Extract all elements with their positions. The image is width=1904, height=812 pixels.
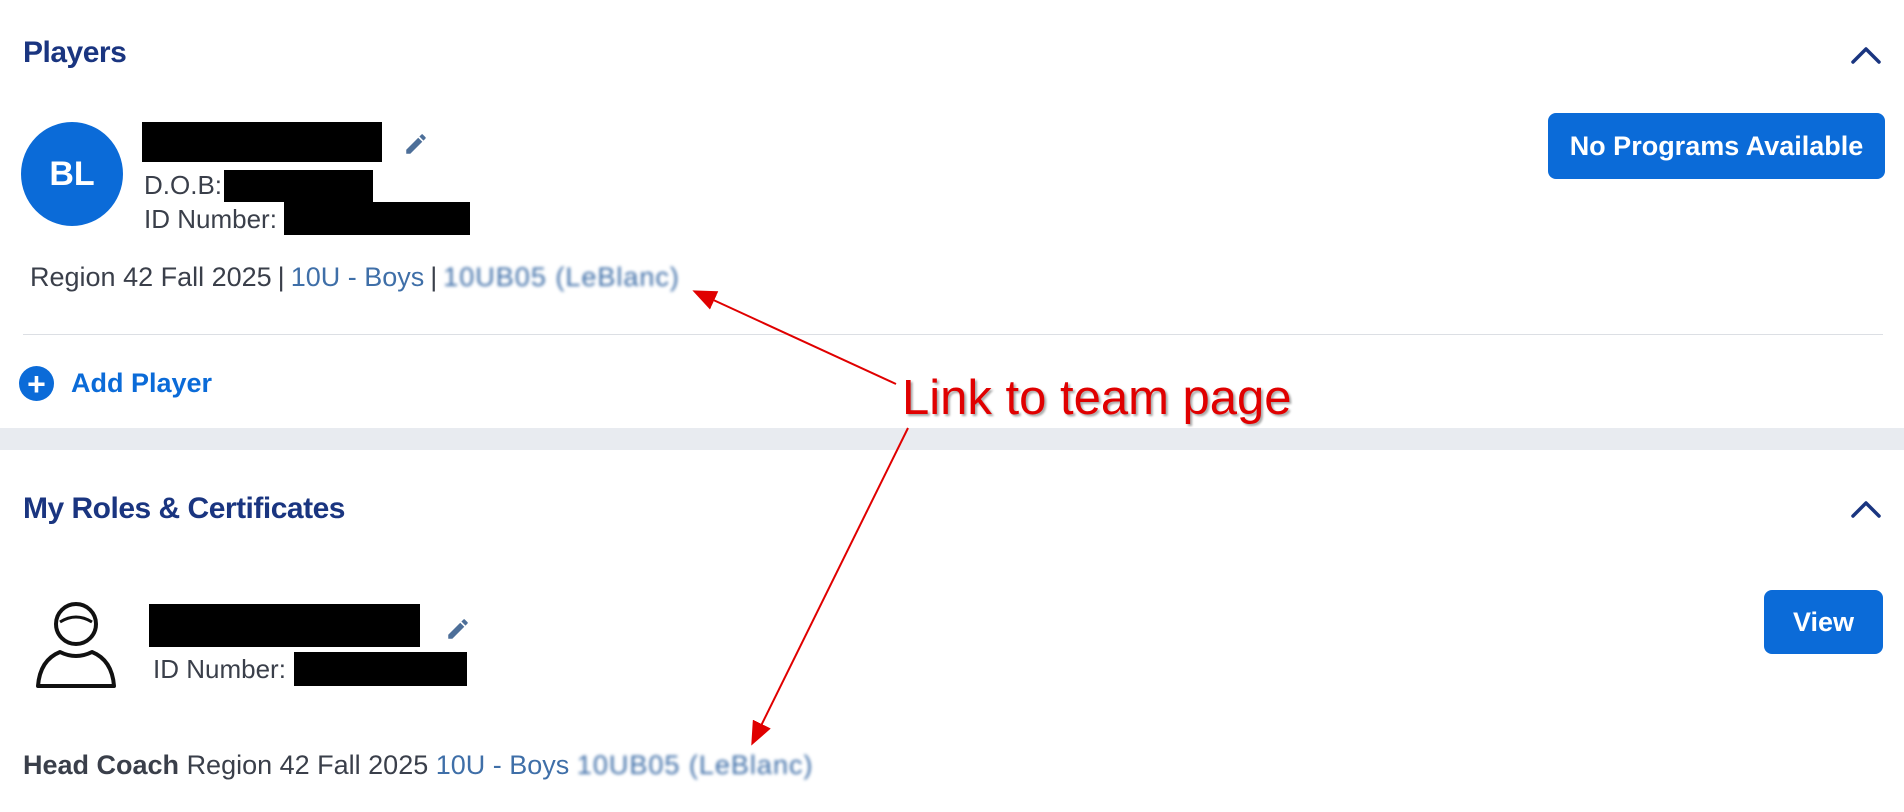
person-name-redacted <box>149 604 420 647</box>
player-division: 10U - Boys <box>290 262 425 292</box>
person-id-label: ID Number: <box>153 654 286 684</box>
person-id-redacted <box>294 652 467 686</box>
players-section: Players BL D.O.B: ID Number: No Programs… <box>19 36 1885 401</box>
view-button[interactable]: View <box>1764 590 1883 654</box>
role-name: Head Coach <box>23 750 180 780</box>
role-line: Head Coach Region 42 Fall 2025 10U - Boy… <box>23 750 813 781</box>
chevron-up-icon[interactable] <box>1847 36 1885 74</box>
role-team-link[interactable]: 10UB05 (LeBlanc) <box>576 750 814 780</box>
add-player-button[interactable]: + Add Player <box>19 366 212 401</box>
edit-pencil-icon[interactable] <box>403 131 429 157</box>
edit-pencil-icon[interactable] <box>445 616 471 642</box>
chevron-up-icon[interactable] <box>1847 490 1885 528</box>
player-team-link[interactable]: 10UB05 (LeBlanc) <box>443 262 680 292</box>
roles-title: My Roles & Certificates <box>23 492 345 525</box>
player-program: Region 42 Fall 2025 <box>30 262 272 292</box>
player-dob-label: D.O.B: <box>144 170 223 200</box>
players-divider <box>23 334 1883 335</box>
add-player-label: Add Player <box>71 368 213 398</box>
plus-icon: + <box>19 366 54 401</box>
player-dob-redacted <box>224 170 373 202</box>
roles-section: My Roles & Certificates ID Number: View … <box>0 450 1904 812</box>
player-id-label: ID Number: <box>144 204 277 234</box>
role-program: Region 42 Fall 2025 <box>186 750 429 780</box>
user-avatar-icon <box>36 602 116 688</box>
player-avatar: BL <box>21 122 123 226</box>
no-programs-available-button[interactable]: No Programs Available <box>1548 113 1885 179</box>
annotation-label: Link to team page <box>902 371 1292 425</box>
role-division: 10U - Boys <box>435 750 570 780</box>
players-title: Players <box>23 36 127 69</box>
player-name-redacted <box>142 122 382 162</box>
section-separator <box>0 428 1904 450</box>
player-registration-line: Region 42 Fall 2025|10U - Boys|10UB05 (L… <box>30 262 680 292</box>
player-id-redacted <box>284 202 470 235</box>
